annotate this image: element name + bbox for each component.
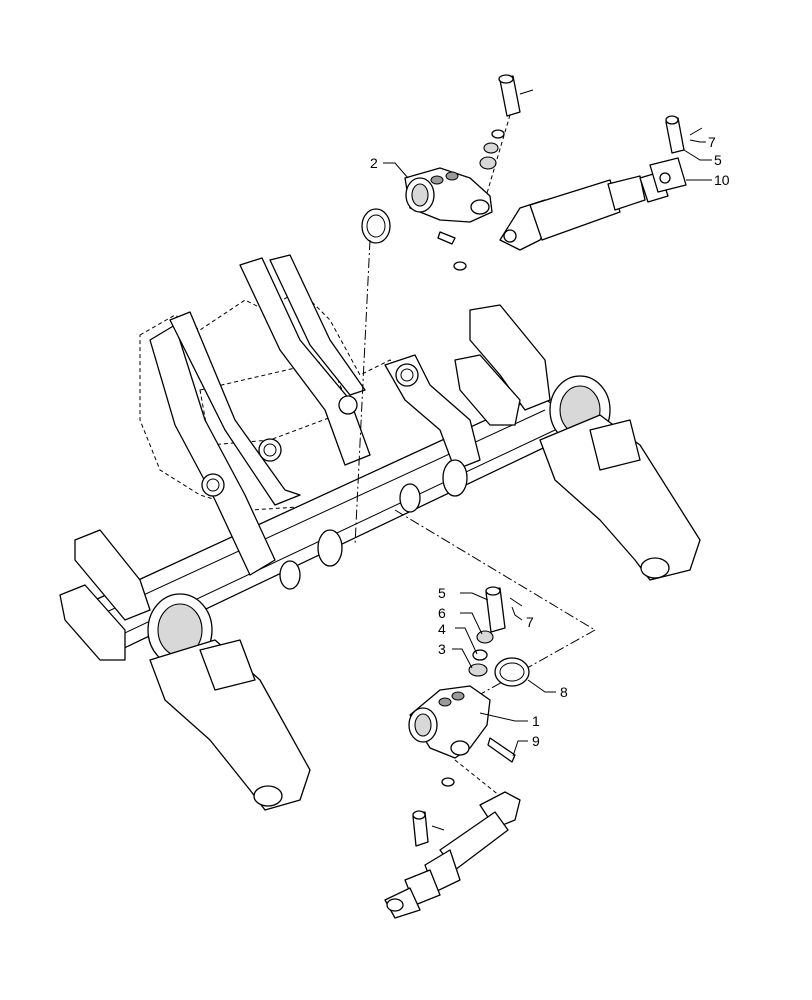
- leader-lines: [383, 139, 712, 757]
- callout-7: 7: [708, 134, 716, 150]
- callout-7-lower: 7: [526, 614, 534, 630]
- callout-4: 4: [438, 621, 446, 637]
- callout-1: 1: [532, 713, 540, 729]
- callout-8: 8: [560, 684, 568, 700]
- callout-6: 6: [438, 605, 446, 621]
- lower-cylinder-assembly: [384, 509, 596, 919]
- upper-cylinder-assembly: [354, 74, 703, 546]
- axle-frame: [59, 254, 701, 811]
- callout-5-lower: 5: [438, 585, 446, 601]
- callout-5: 5: [714, 152, 722, 168]
- callout-2: 2: [370, 155, 378, 171]
- callout-3: 3: [438, 641, 446, 657]
- callout-9: 9: [532, 733, 540, 749]
- callout-labels: 2 7 5 10 5 6 7 4 3 8 1 9: [370, 134, 730, 749]
- callout-10: 10: [714, 172, 730, 188]
